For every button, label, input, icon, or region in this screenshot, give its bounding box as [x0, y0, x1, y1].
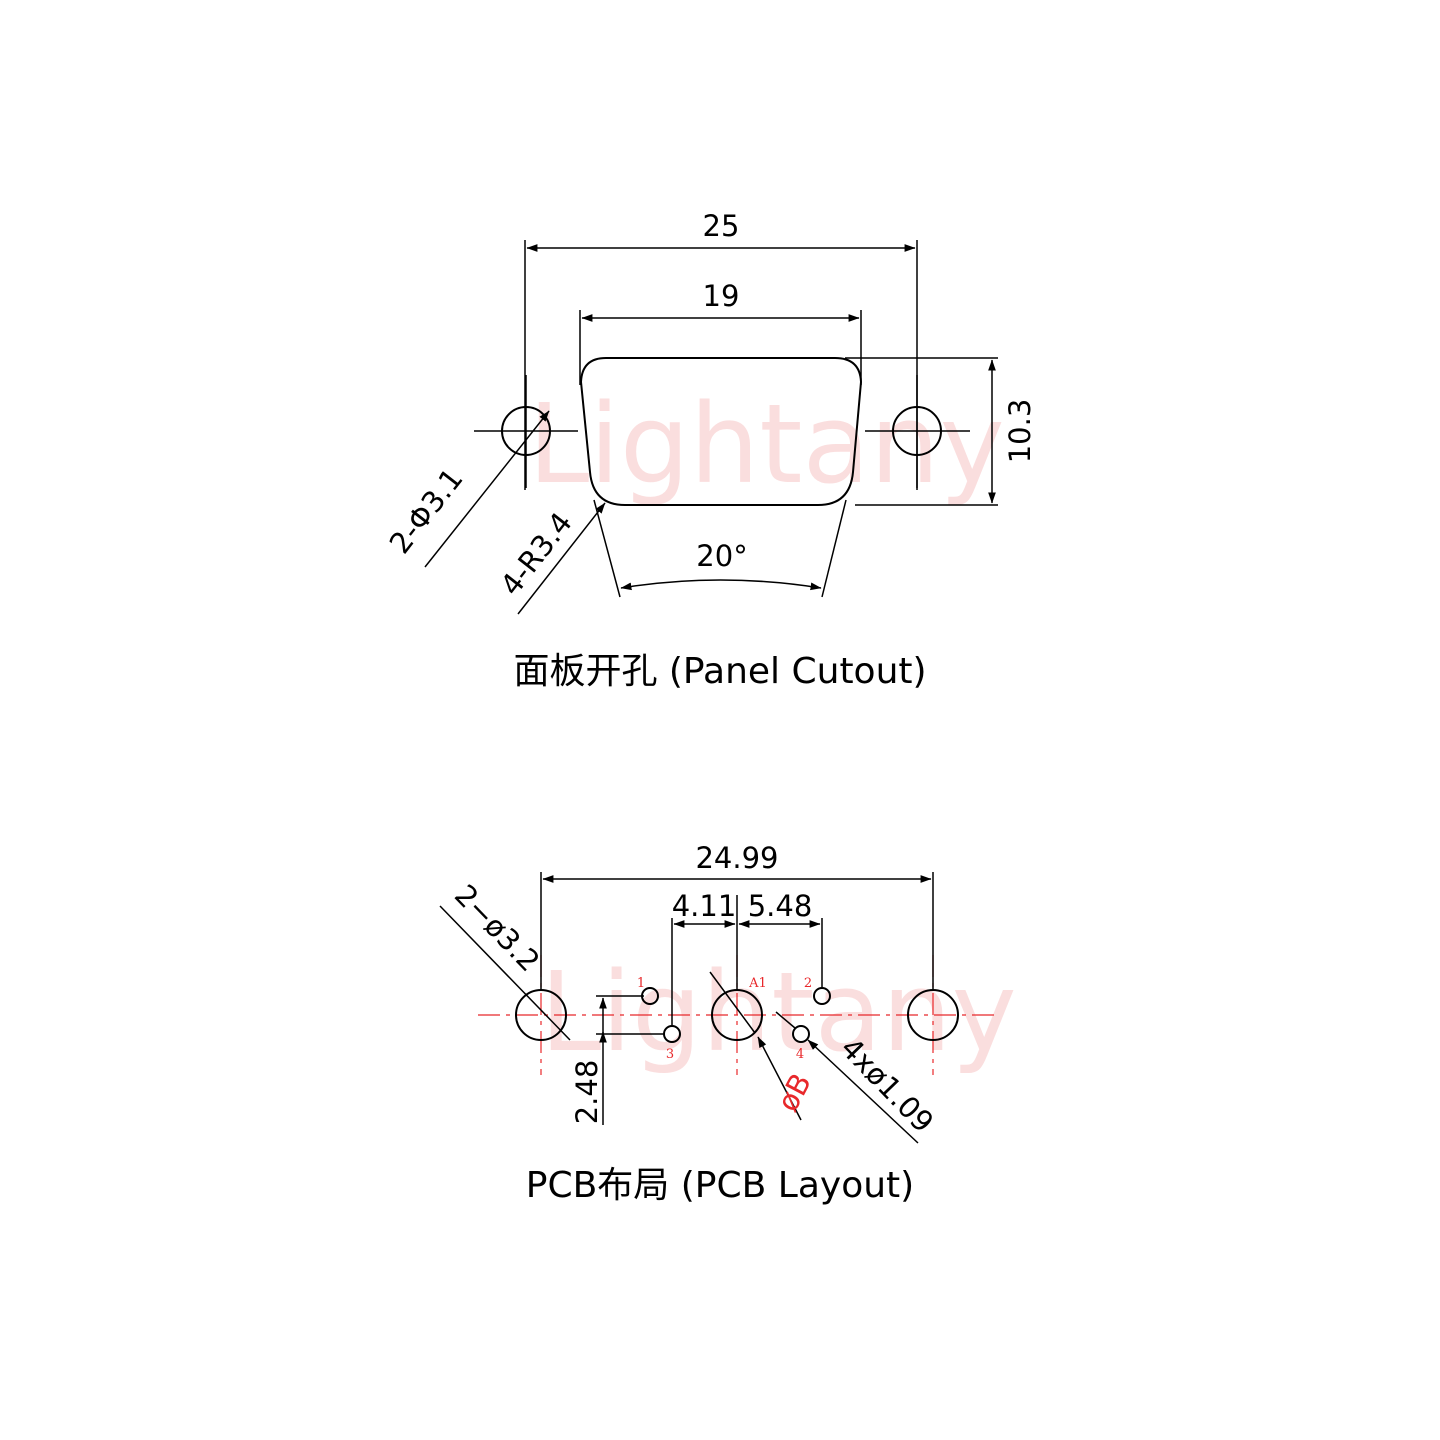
center-hole [711, 989, 763, 1041]
angle-extension-line [821, 499, 847, 598]
pin-label-1: 1 [637, 976, 645, 991]
dim-offset-right: 5.48 [748, 889, 813, 923]
pcb-layout-view: Lightany 24.99 4.11 5.48 2.48 [439, 841, 1017, 1206]
leader-line-corner-radius [517, 502, 606, 615]
angle-extension-line [593, 499, 621, 598]
leader-line-signal-holes-a [775, 1011, 796, 1029]
panel-cutout-title: 面板开孔 (Panel Cutout) [513, 651, 926, 692]
watermark-bottom: Lightany [540, 948, 1017, 1076]
dim-offset-left: 4.11 [672, 889, 737, 923]
dim-overall-width: 25 [703, 209, 740, 243]
pin-4-hole [792, 1025, 810, 1043]
dim-mount-holes: 2−ø3.2 [448, 878, 547, 978]
pin-label-2: 2 [804, 976, 812, 991]
dim-overall-width: 24.99 [695, 841, 778, 875]
pin-label-3: 3 [666, 1047, 674, 1062]
pin-label-a1: A1 [748, 976, 767, 991]
panel-cutout-view: Lightany 25 19 10.3 2-Φ3.1 4-R3.4 [383, 209, 1037, 692]
dim-mount-holes: 2-Φ3.1 [383, 462, 470, 560]
leader-line-center-hole-a [709, 971, 756, 1034]
left-mounting-hole [515, 989, 567, 1041]
angle-arc [620, 579, 822, 591]
d-sub-cutout-outline [579, 357, 863, 506]
pin-label-4: 4 [796, 1047, 804, 1062]
dim-angle: 20° [696, 539, 747, 573]
leader-line-mount-holes [424, 410, 550, 568]
right-mounting-hole [907, 989, 959, 1041]
leader-line-center-hole [757, 1036, 802, 1121]
dim-height: 10.3 [1003, 399, 1037, 464]
dim-cutout-width: 19 [703, 279, 740, 313]
leader-line-signal-holes [807, 1039, 919, 1144]
pin-3-hole [663, 1025, 681, 1043]
leader-line-mount-holes [439, 905, 571, 1041]
pin-1-hole [641, 987, 659, 1005]
dim-row-pitch: 2.48 [570, 1060, 604, 1125]
pin-2-hole [813, 987, 831, 1005]
pcb-layout-title: PCB布局 (PCB Layout) [526, 1165, 914, 1206]
watermark-top: Lightany [528, 380, 1005, 508]
